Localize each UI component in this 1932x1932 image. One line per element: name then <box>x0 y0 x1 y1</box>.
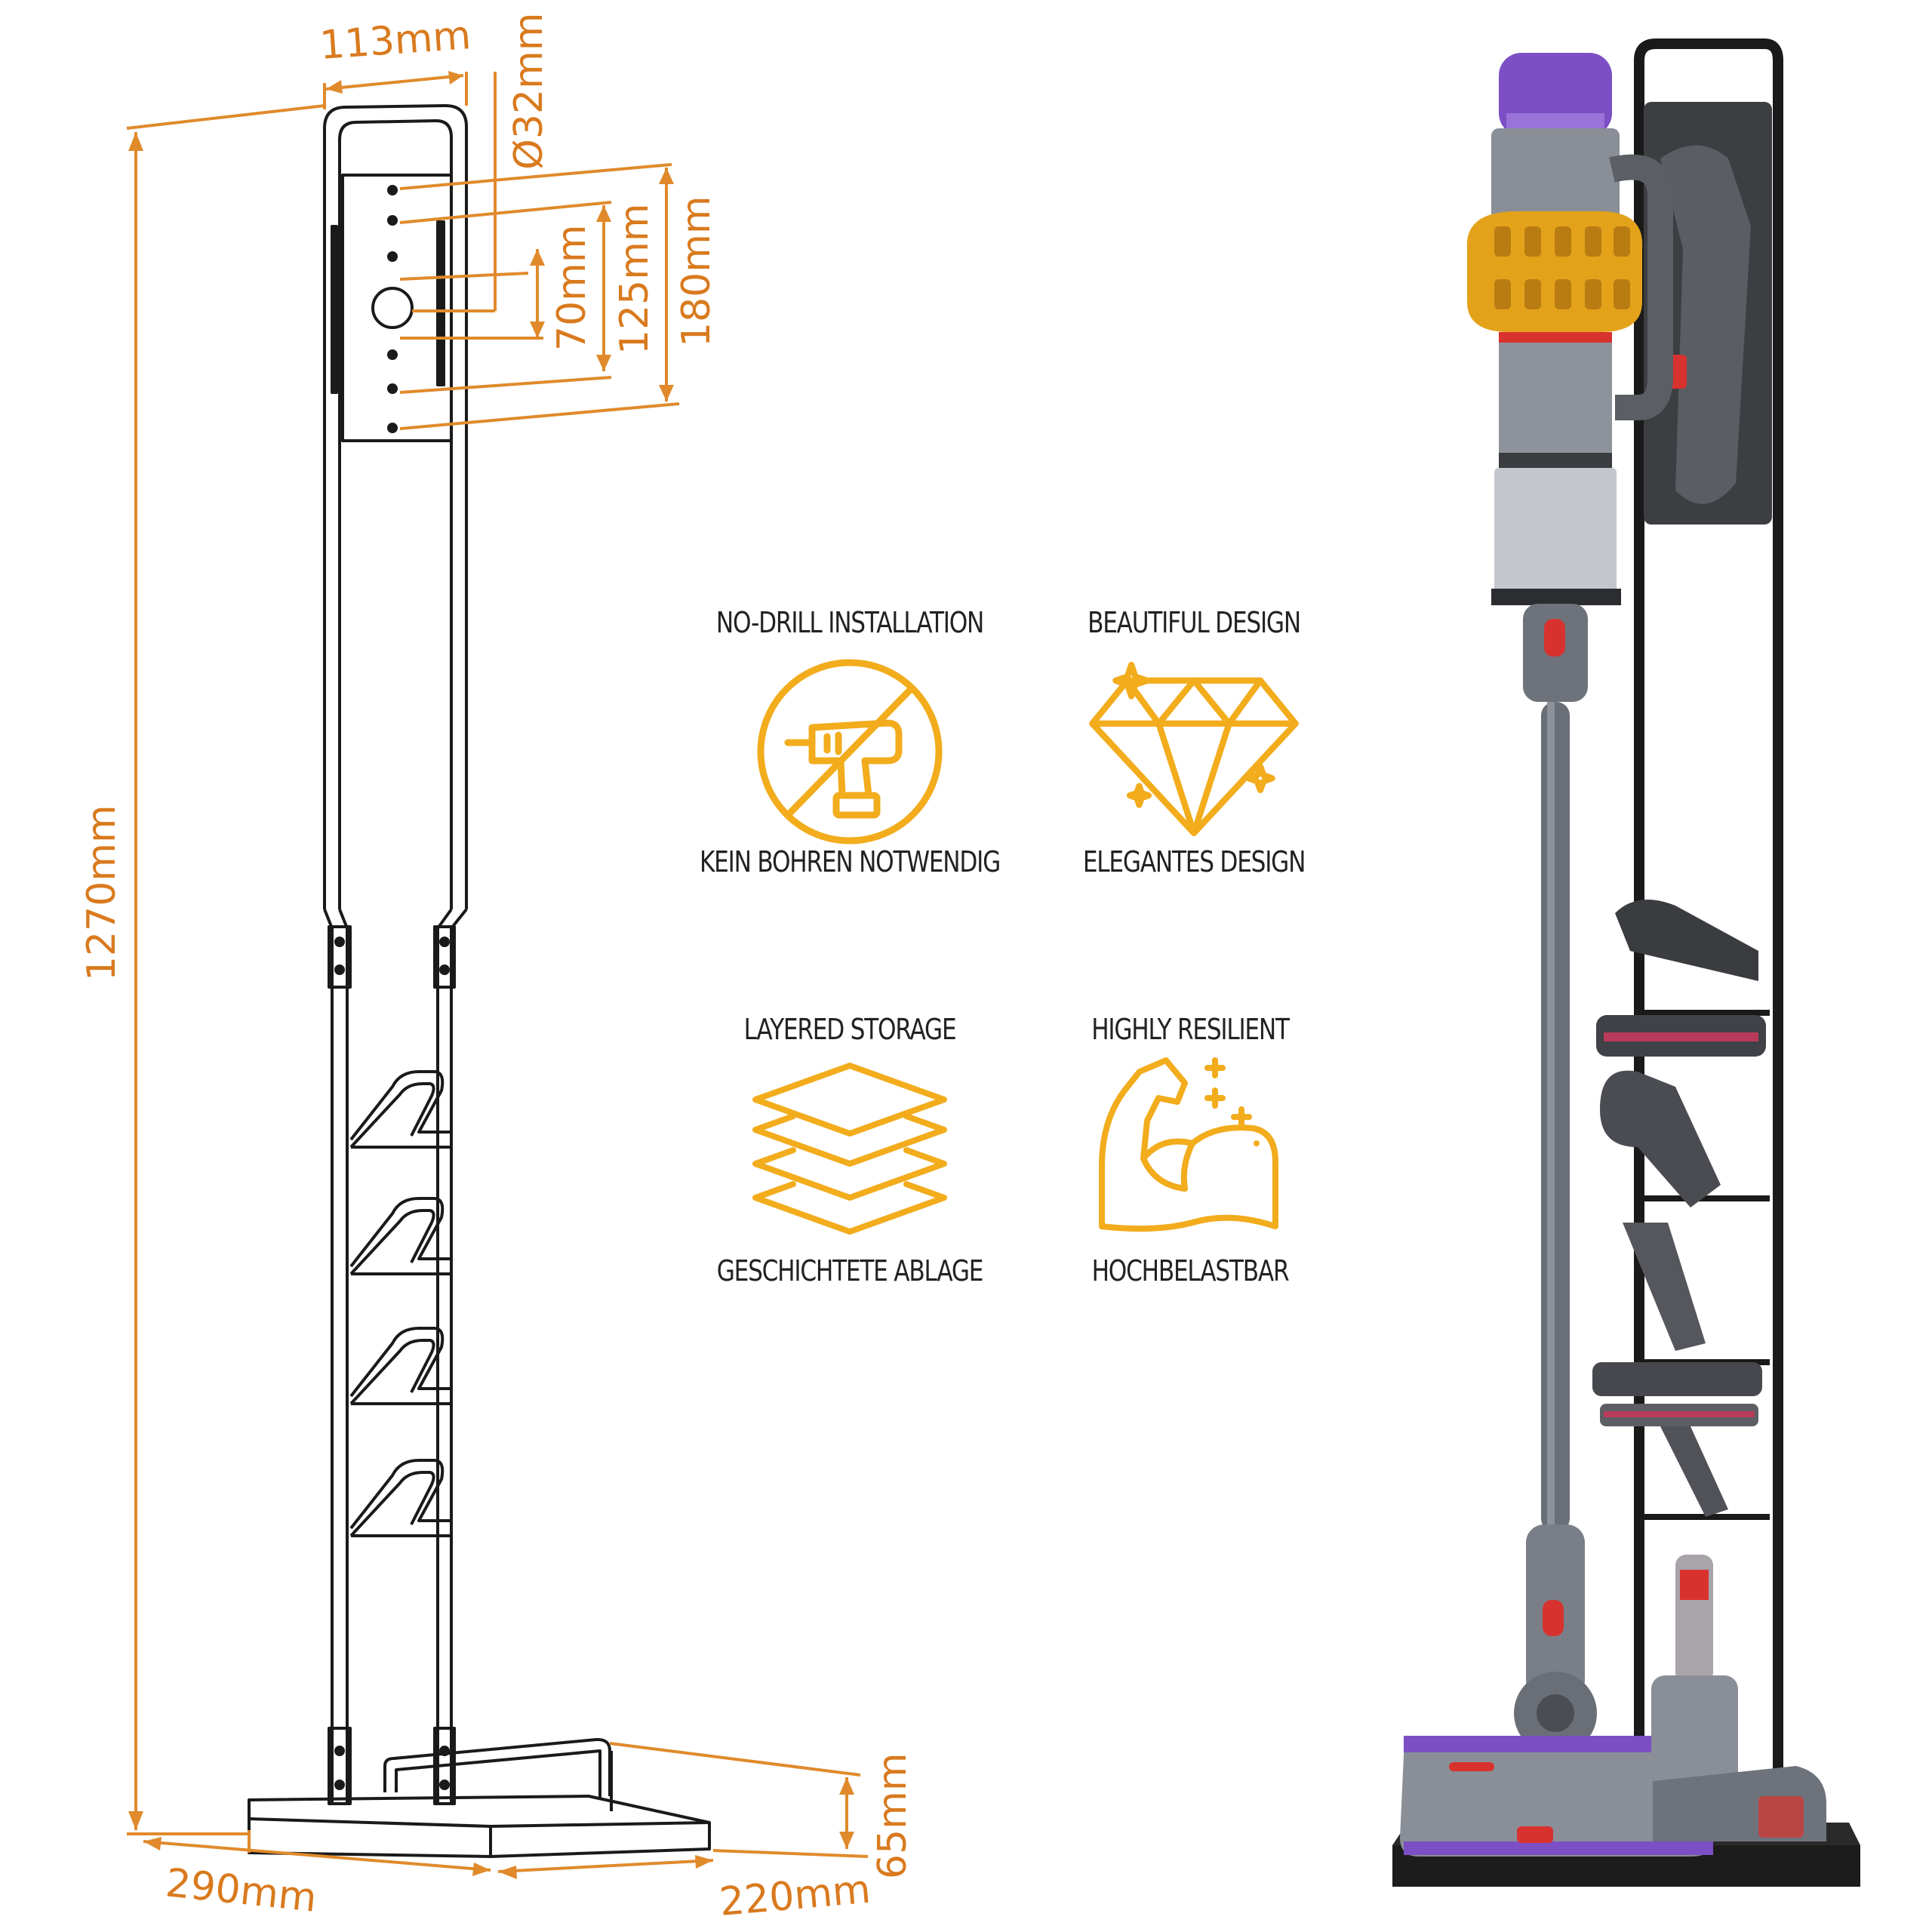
stand-line-drawing <box>248 104 711 1858</box>
feature-resilient-subtitle: HOCHBELASTBAR <box>1091 1254 1290 1287</box>
dim-base-height: 65mm <box>870 1753 915 1879</box>
dim-base-width: 220mm <box>718 1867 872 1925</box>
accessories <box>1592 900 1826 1841</box>
hook-3 <box>349 1327 453 1405</box>
dim-height: 1270mm <box>79 804 125 981</box>
dim-spacing-125: 125mm <box>612 203 657 355</box>
muscle-icon <box>1099 1057 1278 1232</box>
dim-base-depth: 290mm <box>164 1860 319 1921</box>
diamond-icon <box>1089 661 1299 836</box>
feature-no-drill-subtitle: KEIN BOHREN NOTWENDIG <box>699 845 1001 878</box>
stand-with-vacuum-photo <box>1392 38 1860 1887</box>
no-drill-icon <box>757 659 943 844</box>
feature-no-drill-title: NO-DRILL INSTALLATION <box>715 606 984 639</box>
feature-design-subtitle: ELEGANTES DESIGN <box>1082 845 1306 878</box>
dimension-labels: 113mm Ø32mm 70mm 125mm 180mm 1270mm 290m… <box>79 13 915 1925</box>
hook-2 <box>349 1197 453 1275</box>
dim-top-width: 113mm <box>318 13 472 69</box>
vacuum-cleaner <box>1400 53 1713 1857</box>
feature-storage-title: LAYERED STORAGE <box>743 1013 957 1046</box>
feature-resilient-title: HIGHLY RESILIENT <box>1091 1013 1290 1046</box>
hook-1 <box>349 1070 453 1149</box>
dim-spacing-180: 180mm <box>674 195 719 347</box>
hook-4 <box>349 1459 453 1537</box>
dim-diameter: Ø32mm <box>506 13 552 170</box>
feature-storage-subtitle: GESCHICHTETE ABLAGE <box>716 1254 984 1287</box>
dimension-lines <box>126 71 869 1879</box>
layers-icon <box>752 1063 947 1235</box>
feature-design-title: BEAUTIFUL DESIGN <box>1088 606 1301 639</box>
dim-spacing-70: 70mm <box>549 225 595 351</box>
